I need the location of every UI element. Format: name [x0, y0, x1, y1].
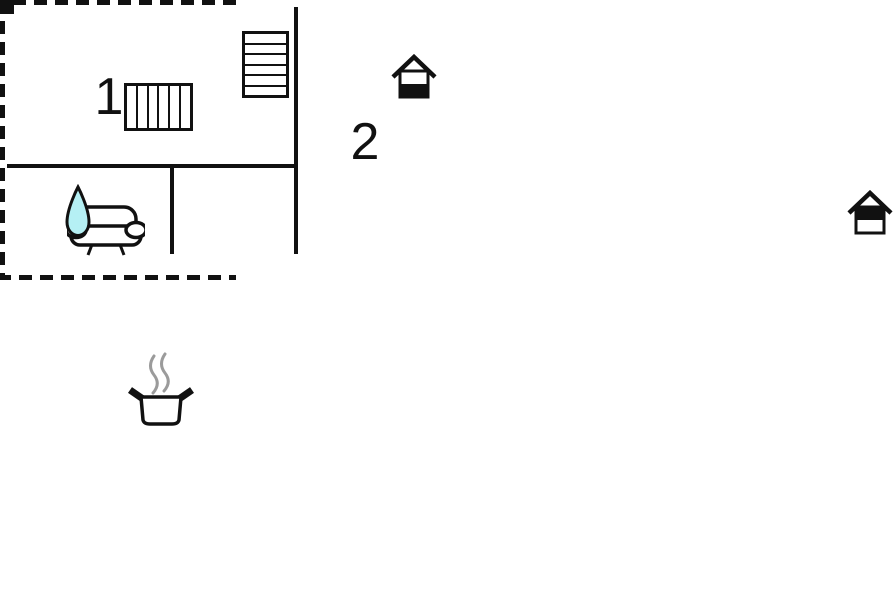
stairs-icon: [124, 83, 193, 131]
bedroom-2-label: 2: [350, 113, 380, 171]
house-ground-floor-icon: [391, 54, 437, 99]
ground-floor-plan: [0, 0, 194, 426]
house-first-floor-icon: [847, 190, 893, 235]
interior-wall-bedroom2: [294, 7, 298, 254]
bedroom-1-label: 1: [94, 68, 124, 126]
first-floor-plan: 1 2: [0, 0, 379, 254]
terrace-dashed-outline: [0, 0, 236, 280]
stairs-icon: [242, 31, 289, 98]
water-drop-icon: [65, 184, 91, 238]
cooking-pot-icon: [128, 352, 194, 426]
interior-wall-bathroom: [7, 164, 298, 168]
interior-wall-hallway: [170, 164, 174, 254]
